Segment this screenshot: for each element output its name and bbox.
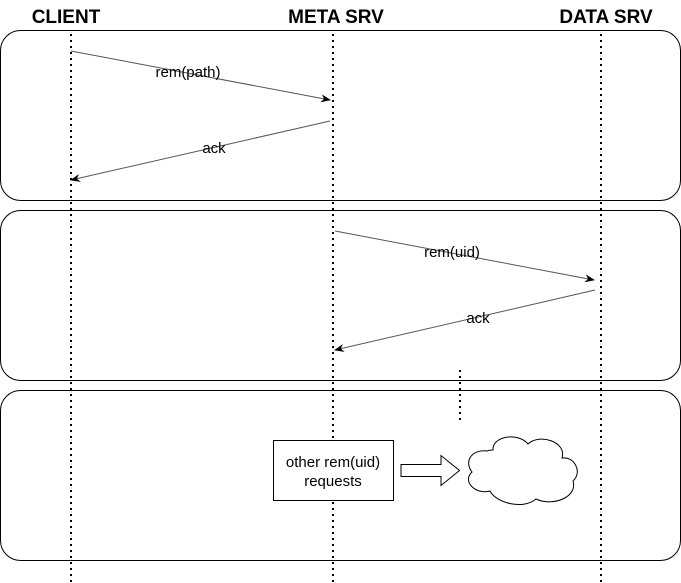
lane-title-data-srv: DATA SRV [559, 7, 653, 28]
other-requests-box [273, 440, 394, 501]
rem-path-arrow [70, 50, 331, 103]
other-requests-label-line2: requests [304, 473, 362, 490]
rem-path-label: rem(path) [155, 64, 220, 81]
ack-arrow-2 [334, 289, 596, 352]
ack-label-2: ack [466, 310, 490, 327]
lane-title-client: CLIENT [32, 7, 101, 28]
ack-arrow-1 [70, 120, 331, 182]
rem-uid-label: rem(uid) [424, 244, 480, 261]
phase-1-container [0, 30, 681, 201]
rem-uid-arrow [334, 230, 595, 283]
cloud-icon [467, 436, 578, 505]
block-arrow-right-icon [400, 454, 461, 487]
phase-2-container [0, 210, 681, 381]
other-requests-label-line1: other rem(uid) [286, 454, 380, 471]
ack-label-1: ack [202, 140, 226, 157]
lane-title-meta-srv: META SRV [288, 7, 384, 28]
